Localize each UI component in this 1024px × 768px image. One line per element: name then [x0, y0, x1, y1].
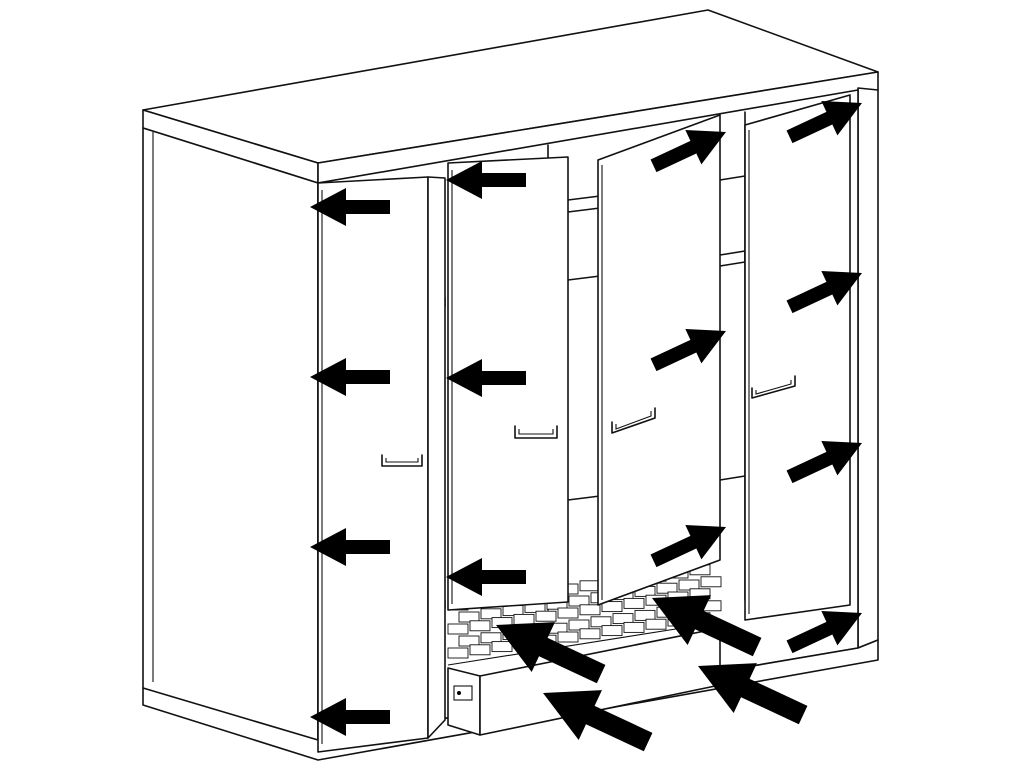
grille-cell — [656, 582, 678, 594]
arrow-icon — [310, 358, 390, 396]
motion-arrows — [310, 100, 862, 752]
grille-cell — [535, 610, 557, 622]
cabinet-right-side — [857, 87, 879, 649]
grille-cell — [458, 635, 480, 647]
drawer-front — [447, 667, 481, 736]
arrow-icon — [698, 663, 808, 725]
grille-cell — [458, 611, 480, 623]
grille-cell — [645, 618, 667, 630]
drawer-rail — [447, 621, 721, 666]
bottom-drawer — [447, 621, 721, 736]
arrow-icon — [650, 524, 726, 568]
grille-cell — [568, 595, 590, 607]
arrow-icon — [446, 359, 526, 397]
door-1-edge — [427, 176, 446, 739]
arrow-icon — [786, 270, 862, 314]
grille-cell — [447, 647, 469, 659]
grille-cell — [700, 576, 722, 588]
grille-cell — [447, 623, 469, 635]
door-4-panel — [744, 94, 851, 621]
grille-cell — [590, 616, 612, 628]
grille-cell — [568, 619, 590, 631]
grille-cell — [480, 608, 502, 620]
arrow-icon — [786, 440, 862, 484]
grille-cell — [480, 632, 502, 644]
shelf — [567, 275, 601, 281]
grille-cell — [557, 607, 579, 619]
grille-cell — [491, 641, 513, 653]
drawer-hardware-icon — [453, 685, 473, 701]
grille-cell — [601, 625, 623, 637]
door-4-handle-icon — [751, 375, 796, 399]
arrow-icon — [650, 129, 726, 173]
door-2-handle-icon — [514, 425, 558, 439]
grille-cell — [623, 621, 645, 633]
arrow-icon — [496, 622, 606, 684]
drawer-screw-icon — [457, 691, 461, 695]
grille-cell — [612, 613, 634, 625]
door-4 — [744, 94, 851, 621]
grille-cell — [469, 644, 491, 656]
arrow-icon — [650, 328, 726, 372]
grille-cell — [579, 628, 601, 640]
arrow-icon — [786, 100, 862, 144]
shelf — [719, 175, 746, 181]
arrow-icon — [310, 188, 390, 226]
cabinet-left-side — [142, 127, 319, 753]
shelf — [719, 475, 746, 481]
grille-cell — [601, 601, 623, 613]
grille-cell — [634, 609, 656, 621]
grille-cell — [513, 613, 535, 625]
arrow-icon — [652, 595, 762, 657]
door-1-panel — [317, 176, 429, 753]
door-3-handle-icon — [611, 407, 656, 434]
door-1-handle-icon — [381, 454, 423, 467]
arrow-icon — [786, 610, 862, 654]
grille-cell — [579, 604, 601, 616]
arrow-icon — [446, 558, 526, 596]
arrow-icon — [543, 690, 653, 752]
grille-cell — [469, 620, 491, 632]
grille-cell — [678, 579, 700, 591]
grille-cell — [557, 631, 579, 643]
grille-cell — [623, 597, 645, 609]
arrow-icon — [310, 698, 390, 736]
arrow-icon — [310, 528, 390, 566]
shelf — [567, 495, 601, 501]
grille-cell — [579, 580, 601, 592]
arrow-icon — [446, 161, 526, 199]
door-1 — [317, 176, 446, 753]
